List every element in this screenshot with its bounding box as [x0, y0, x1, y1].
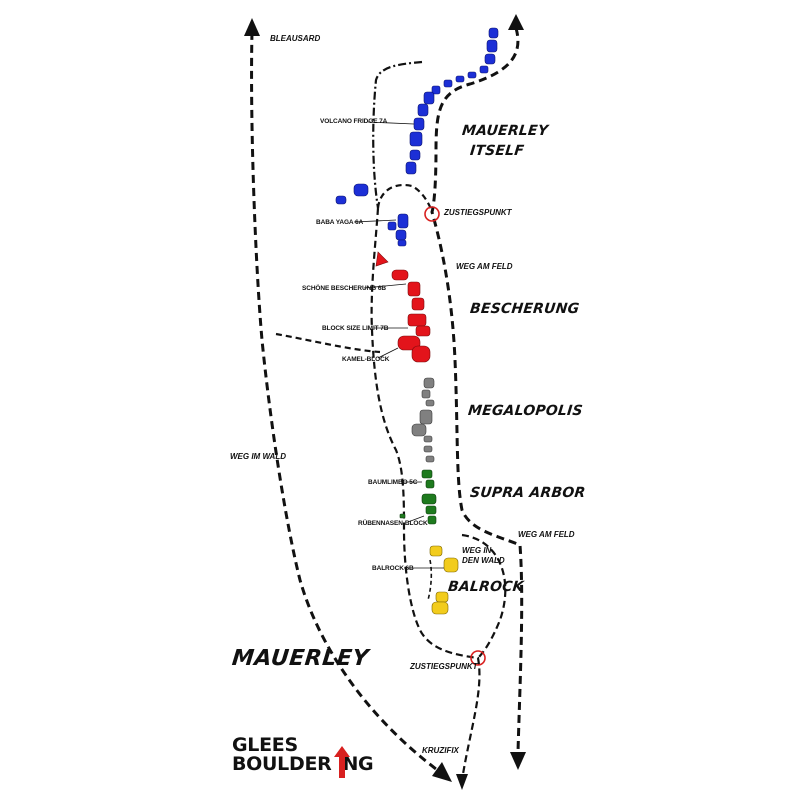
- logo-line-1: GLEES: [232, 734, 298, 756]
- boulder-balrock-label: BALROCK 6B: [372, 565, 414, 572]
- inner-trail-path: [376, 183, 434, 213]
- boulder-kamel-block-label: KAMEL-BLOCK: [342, 356, 390, 363]
- weg-im-wald-path: [250, 31, 441, 774]
- leader-lines: [353, 121, 444, 569]
- balrock-loop-path: [461, 533, 507, 659]
- zustiegspunkt-lower-label: ZUSTIEGSPUNKT: [410, 662, 478, 671]
- weg-im-wald-label: WEG IM WALD: [230, 452, 286, 461]
- bescherung-boulders: [375, 251, 431, 363]
- mauerley-itself-boulders: [335, 27, 499, 247]
- zustiegspunkt-upper-label: ZUSTIEGSPUNKT: [444, 208, 512, 217]
- weg-in-den-wald-label-1: WEG IN: [462, 546, 492, 555]
- sector-balrock-label: BALROCK: [447, 579, 525, 595]
- sector-supra-arbor-label: SUPRA ARBOR: [469, 485, 587, 501]
- weg-in-den-wald-path: [427, 559, 433, 601]
- zustiegspunkt-lower-marker: [470, 650, 486, 666]
- kruzifix-label: KRUZIFIX: [422, 746, 459, 755]
- boulder-baumlimbo-label: BAUMLIMBO 5C: [368, 479, 418, 486]
- connector-path: [275, 332, 381, 354]
- weg-am-feld-arrow-bottom: [510, 752, 526, 770]
- sector-bescherung-label: BESCHERUNG: [469, 301, 581, 317]
- map-title: MAUERLEY: [230, 646, 371, 671]
- weg-am-feld-lower-label: WEG AM FELD: [518, 530, 575, 539]
- sector-megalopolis-label: MEGALOPOLIS: [467, 403, 584, 419]
- upper-loop-path: [372, 60, 423, 209]
- sector-mauerley-itself-label-1: MAUERLEY: [461, 123, 549, 139]
- bleausard-label: BLEAUSARD: [270, 34, 321, 43]
- zustiegspunkt-upper-marker: [424, 206, 440, 222]
- weg-im-wald-arrow-bottom: [432, 762, 452, 782]
- weg-am-feld-arrow-top: [508, 14, 524, 30]
- logo-line-2: BOULDER NG: [232, 753, 374, 775]
- boulder-volcano-fridge-label: VOLCANO FRIDGE 7A: [320, 118, 388, 125]
- boulder-block-size-limit-label: BLOCK SIZE LIMIT 7B: [322, 325, 389, 332]
- boulder-ruebennasen-label: RÜBENNASEN-BLOCK: [358, 520, 428, 527]
- sector-mauerley-itself-label-2: ITSELF: [469, 143, 525, 159]
- weg-am-feld-upper-label: WEG AM FELD: [456, 262, 513, 271]
- logo-line-2-part-2: NG: [342, 753, 374, 775]
- weg-in-den-wald-label-2: DEN WALD: [462, 556, 505, 565]
- glees-bouldering-logo: GLEES BOULDER NG: [232, 734, 374, 778]
- forest-trail-path: [370, 207, 481, 781]
- logo-line-2-part-1: BOULDER: [232, 753, 332, 775]
- logo-arrow-icon: [334, 746, 350, 778]
- megalopolis-boulders: [411, 377, 435, 463]
- boulder-baba-yaga-label: BABA YAGA 6A: [316, 219, 364, 226]
- balrock-boulders: [429, 545, 459, 615]
- boulder-schoene-bescherung-label: SCHÖNE BESCHERUNG 6B: [302, 285, 386, 292]
- kruzifix-arrow: [456, 774, 468, 790]
- weg-am-feld-upper-path: [430, 27, 524, 753]
- weg-im-wald-arrow-top: [244, 18, 260, 36]
- supra-arbor-boulders: [399, 469, 437, 525]
